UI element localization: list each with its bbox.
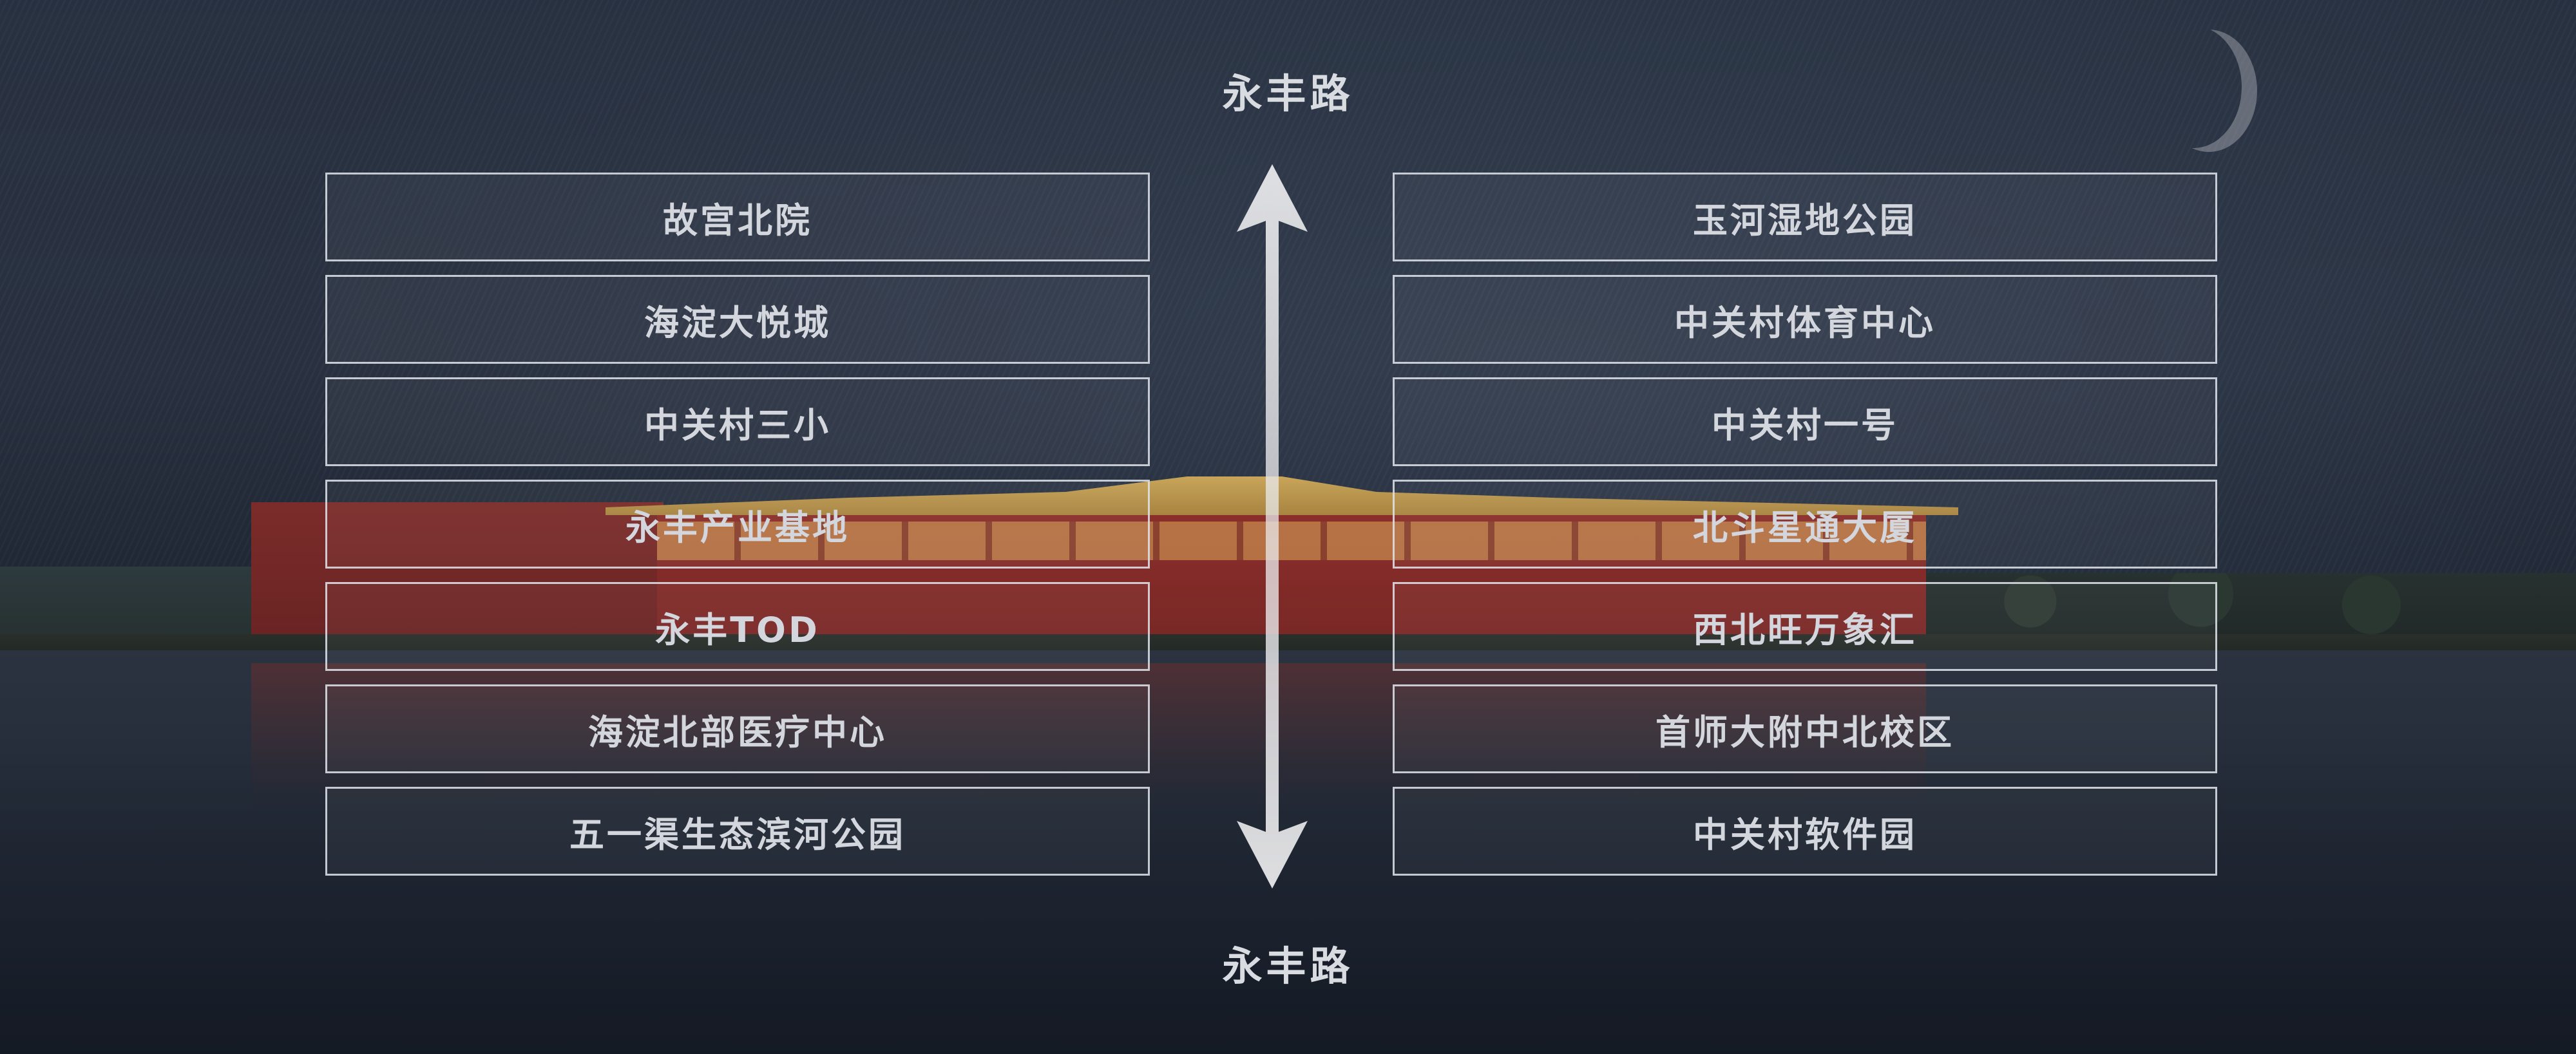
building-glass-facade [657, 522, 1926, 560]
poi-card: 中关村软件园 [1393, 787, 2217, 876]
trees-right [1894, 573, 2576, 644]
poi-card: 中关村一号 [1393, 377, 2217, 466]
poi-card: 西北旺万象汇 [1393, 582, 2217, 671]
top-road-label: 永丰路 [1222, 70, 1354, 117]
poi-card: 首师大附中北校区 [1393, 684, 2217, 773]
double-headed-vertical-arrow-icon [1237, 164, 1308, 889]
trees-left [0, 567, 271, 644]
poi-card: 海淀北部医疗中心 [325, 684, 1150, 773]
poi-card: 故宫北院 [325, 173, 1150, 261]
right-poi-list: 玉河湿地公园 中关村体育中心 中关村一号 北斗星通大厦 西北旺万象汇 首师大附中… [1393, 173, 2217, 876]
poi-card: 永丰TOD [325, 582, 1150, 671]
poi-card: 永丰产业基地 [325, 480, 1150, 569]
poi-card: 玉河湿地公园 [1393, 173, 2217, 261]
building-left-block [251, 502, 663, 637]
bottom-road-label: 永丰路 [1222, 943, 1354, 990]
poi-card: 北斗星通大厦 [1393, 480, 2217, 569]
left-poi-list: 故宫北院 海淀大悦城 中关村三小 永丰产业基地 永丰TOD 海淀北部医疗中心 五… [325, 173, 1150, 876]
poi-card: 海淀大悦城 [325, 275, 1150, 364]
poi-card: 中关村三小 [325, 377, 1150, 466]
poi-card: 中关村体育中心 [1393, 275, 2217, 364]
poi-card: 五一渠生态滨河公园 [325, 787, 1150, 876]
building-reflection [251, 663, 1926, 811]
